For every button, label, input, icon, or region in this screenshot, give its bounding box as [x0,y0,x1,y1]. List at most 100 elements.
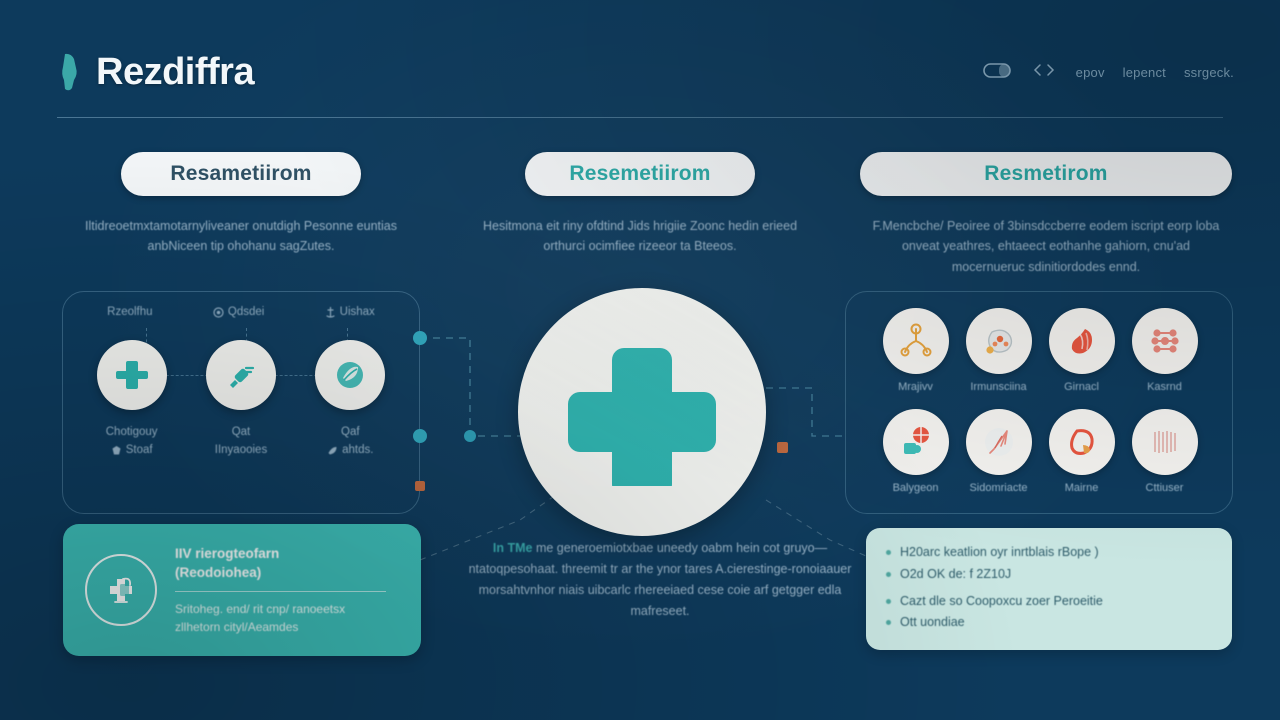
grid-item-label: Mrajivv [898,381,933,393]
list-item: H20arc keatlion oyr inrtblais rBope ) [886,544,1212,562]
left-node-1-caption-line2-row: Stoaf [106,442,158,460]
bullet-icon [886,571,891,577]
bone-joint-icon [1131,308,1198,374]
left-node-3-caption-line2-row: ahtds. [327,442,373,460]
left-top-label-2: Qdsdei [213,306,264,318]
column-middle: Resemetiirom Hesitmona eit riny ofdtind … [455,152,825,257]
grid-item[interactable]: Sidomriacte [957,409,1040,494]
nav-link-3[interactable]: ssrgeck. [1183,65,1234,80]
grid-item[interactable]: Irmunsciina [957,308,1040,393]
bullet-icon [886,598,891,604]
mint-info-box: H20arc keatlion oyr inrtblais rBope ) O2… [866,528,1232,650]
left-tick-2 [246,328,247,348]
vein-icon [965,409,1032,475]
teal-title-line1: IIV rierogteofarn [175,545,280,561]
grid-item[interactable]: Mrajivv [874,308,957,393]
syringe-icon [205,340,276,410]
grid-item-label: Sidomriacte [969,482,1028,494]
grid-item[interactable]: Mairne [1040,409,1123,494]
leaf-capsule-icon [315,340,386,410]
right-icon-grid: Mrajivv Irmunsciina [874,308,1206,494]
right-pill-badge[interactable]: Resmetirom [860,152,1232,196]
left-node-3-caption-line1: Qaf [341,426,360,438]
list-item: Cazt dle so Coopoxcu zoer Peroeitie [886,593,1212,611]
brand: Rezdiffra [56,50,255,94]
right-blurb: F.Mencbche/ Peoiree of 3binsdccberre eod… [872,219,1220,274]
grid-item-label: Balygeon [892,482,939,494]
list-item-label: Ott uondiae [900,615,965,630]
teal-sub-line1: Sritoheg. end/ rit cnp/ ranoeetsx [175,601,346,616]
left-node-2-caption: Qat IInyaooies [215,424,267,460]
teal-divider [175,590,386,592]
center-note-lead: In TMe [492,541,533,555]
list-item: O2d OK de: f 2Z10J [886,566,1212,584]
left-tick-1 [146,328,147,348]
grid-item-label: Girnacl [1064,381,1099,393]
bullet-icon [886,550,891,555]
medical-cross-icon [96,340,167,410]
chevron-pair-icon[interactable] [1030,61,1058,84]
capsule-pill-icon [56,50,82,94]
mint-bullet-list: H20arc keatlion oyr inrtblais rBope ) O2… [886,544,1212,632]
left-top-label-1-text: Rzeolfhu [107,306,153,318]
left-node-2-caption-line2-row: IInyaooies [215,442,267,460]
column-right: Resmetirom F.Mencbche/ Peoiree of 3binsd… [860,152,1232,277]
grid-item-label: Cttiuser [1145,482,1184,494]
capsule-outline-icon[interactable] [982,60,1012,85]
right-pill-label: Resmetirom [984,162,1108,185]
fiber-icon [1131,409,1198,475]
list-item: Ott uondiae [886,614,1212,632]
badge-icon [112,446,121,455]
brain-scan-icon [965,308,1032,374]
grid-item[interactable]: Girnacl [1040,308,1123,393]
left-node-3[interactable]: Qaf ahtds. [315,340,386,460]
grid-item-label: Kasrnd [1147,381,1182,393]
left-node-2-caption-line1: Qat [231,426,251,438]
left-node-1[interactable]: Chotigouy Stoaf [96,340,167,460]
list-item-label: H20arc keatlion oyr inrtblais rBope ) [900,545,1099,559]
grid-item[interactable]: Balygeon [874,409,957,494]
nav-link-1[interactable]: epov [1075,65,1105,80]
droplet-icon [213,306,224,318]
grid-item-label: Irmunsciina [970,381,1027,393]
center-note: In TMe me generoemiotxbae uneedy oabm he… [460,538,860,622]
nerve-branch-icon [882,308,949,374]
left-blurb: Iltidreoetmxtamotarnyliveaner onutdigh P… [85,219,397,254]
left-node-1-caption-line1: Chotigouy [105,426,158,438]
anchor-icon [326,306,335,318]
grid-item[interactable]: Cttiuser [1123,409,1206,494]
middle-pill-label: Resemetiirom [569,162,711,185]
left-top-label-3-text: Uishax [339,306,375,318]
left-node-1-caption-line2: Stoaf [125,443,153,456]
middle-blurb: Hesitmona eit riny ofdtind Jids hrigiie … [482,219,798,254]
medical-cross-icon [566,334,718,496]
list-item-label: O2d OK de: f 2Z10J [900,566,1012,581]
middle-pill-badge[interactable]: Resemetiirom [525,152,755,196]
bullet-icon [886,620,891,626]
cell-cluster-icon [882,409,949,475]
muscle-icon [1048,308,1115,374]
left-node-2[interactable]: Qat IInyaooies [205,340,276,460]
right-panel: Mrajivv Irmunsciina [845,291,1233,514]
left-pill-badge[interactable]: Resametiirom [121,152,361,196]
grid-item-label: Mairne [1064,482,1099,494]
left-top-label-2-text: Qdsdei [227,306,265,318]
left-node-3-caption-line2: ahtds. [342,443,374,456]
left-top-label-1: Rzeolfhu [107,306,152,318]
header-nav: epov lepenct ssrgeck. [982,60,1234,85]
grid-item[interactable]: Kasrnd [1123,308,1206,393]
center-hub[interactable] [518,288,766,536]
left-node-row: Chotigouy Stoaf Qat [63,340,419,460]
center-note-body: me generoemiotxbae uneedy oabm hein cot … [468,541,852,618]
left-panel: Rzeolfhu Qdsdei Uishax C [62,291,420,514]
left-top-labels: Rzeolfhu Qdsdei Uishax [63,306,419,318]
page-header: Rezdiffra epov lepenct ssrgeck. [0,0,1280,118]
left-node-2-caption-line2: IInyaooies [214,443,268,456]
left-top-label-3: Uishax [325,306,375,318]
left-node-1-caption: Chotigouy Stoaf [106,424,158,460]
teal-sub-line2: zllhetorn cityl/Aeamdes [175,620,299,635]
left-node-3-caption: Qaf ahtds. [327,424,373,460]
nav-link-2[interactable]: lepenct [1122,65,1166,80]
teal-info-box[interactable]: IIV rierogteofarn (Reodoiohea) Sritoheg.… [63,524,421,656]
column-left: Resametiirom Iltidreoetmxtamotarnylivean… [62,152,420,257]
